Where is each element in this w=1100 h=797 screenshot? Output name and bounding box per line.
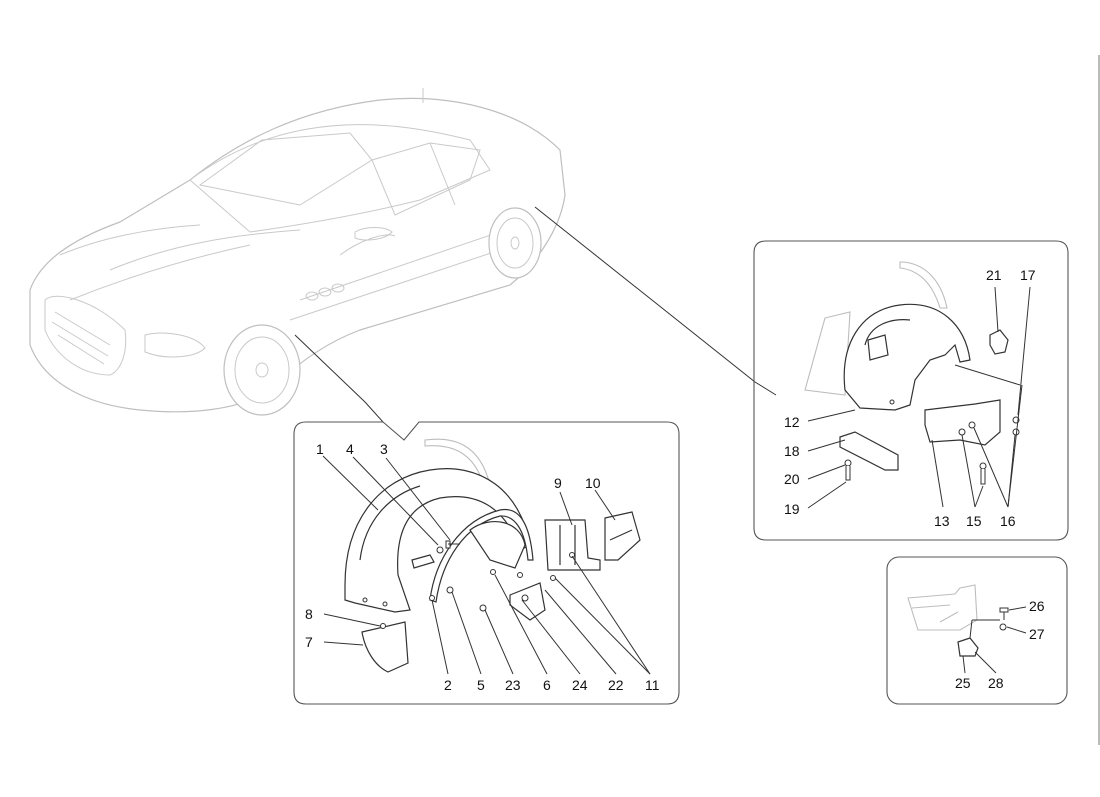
callout-13: 13 xyxy=(934,513,950,529)
callout-12: 12 xyxy=(784,414,800,430)
callout-8: 8 xyxy=(305,606,313,622)
callout-20: 20 xyxy=(784,471,800,487)
callout-1: 1 xyxy=(316,441,324,457)
callout-24: 24 xyxy=(572,677,588,693)
callout-22: 22 xyxy=(608,677,624,693)
callout-27: 27 xyxy=(1029,626,1045,642)
callout-17: 17 xyxy=(1020,267,1036,283)
inset-front-frame xyxy=(293,421,680,705)
callout-2: 2 xyxy=(444,677,452,693)
callout-6: 6 xyxy=(543,677,551,693)
bracket-25-part xyxy=(957,637,979,657)
callout-16: 16 xyxy=(1000,513,1016,529)
callout-5: 5 xyxy=(477,677,485,693)
leaders-rear xyxy=(807,286,1031,509)
callout-25: 25 xyxy=(955,675,971,691)
leader-rear-wheel-to-inset xyxy=(534,206,777,396)
callout-19: 19 xyxy=(784,501,800,517)
bracket-18-part xyxy=(839,431,899,471)
fasteners-front xyxy=(380,540,575,629)
bracket-10-part xyxy=(604,511,641,561)
fasteners-rear xyxy=(844,364,1021,485)
inset-rear-wheelarch: 21 17 12 18 20 19 13 15 16 xyxy=(753,240,1069,541)
inset-rear-frame xyxy=(753,240,1069,541)
callout-21: 21 xyxy=(986,267,1002,283)
plate-13-part xyxy=(924,399,1001,446)
callout-4: 4 xyxy=(346,441,354,457)
callout-18: 18 xyxy=(784,443,800,459)
car-overview xyxy=(29,88,566,416)
callout-26: 26 xyxy=(1029,598,1045,614)
callout-23: 23 xyxy=(505,677,521,693)
leader-front-wheel-to-inset xyxy=(294,334,384,423)
inset-front-wheelarch: 1 4 3 9 10 8 7 2 5 23 6 24 22 11 xyxy=(293,421,680,705)
callout-10: 10 xyxy=(585,475,601,491)
mudflap-7-part xyxy=(361,621,409,673)
callout-9: 9 xyxy=(554,475,562,491)
leaders-front xyxy=(322,455,651,675)
callout-28: 28 xyxy=(988,675,1004,691)
callout-11: 11 xyxy=(645,677,660,693)
inset-small-frame xyxy=(886,556,1068,705)
callout-3: 3 xyxy=(380,441,388,457)
callout-15: 15 xyxy=(966,513,982,529)
inset-small-clip: 26 27 25 28 xyxy=(886,556,1068,705)
bracket-9-part xyxy=(544,519,601,571)
clip-21-part xyxy=(989,329,1009,355)
callout-7: 7 xyxy=(305,634,313,650)
